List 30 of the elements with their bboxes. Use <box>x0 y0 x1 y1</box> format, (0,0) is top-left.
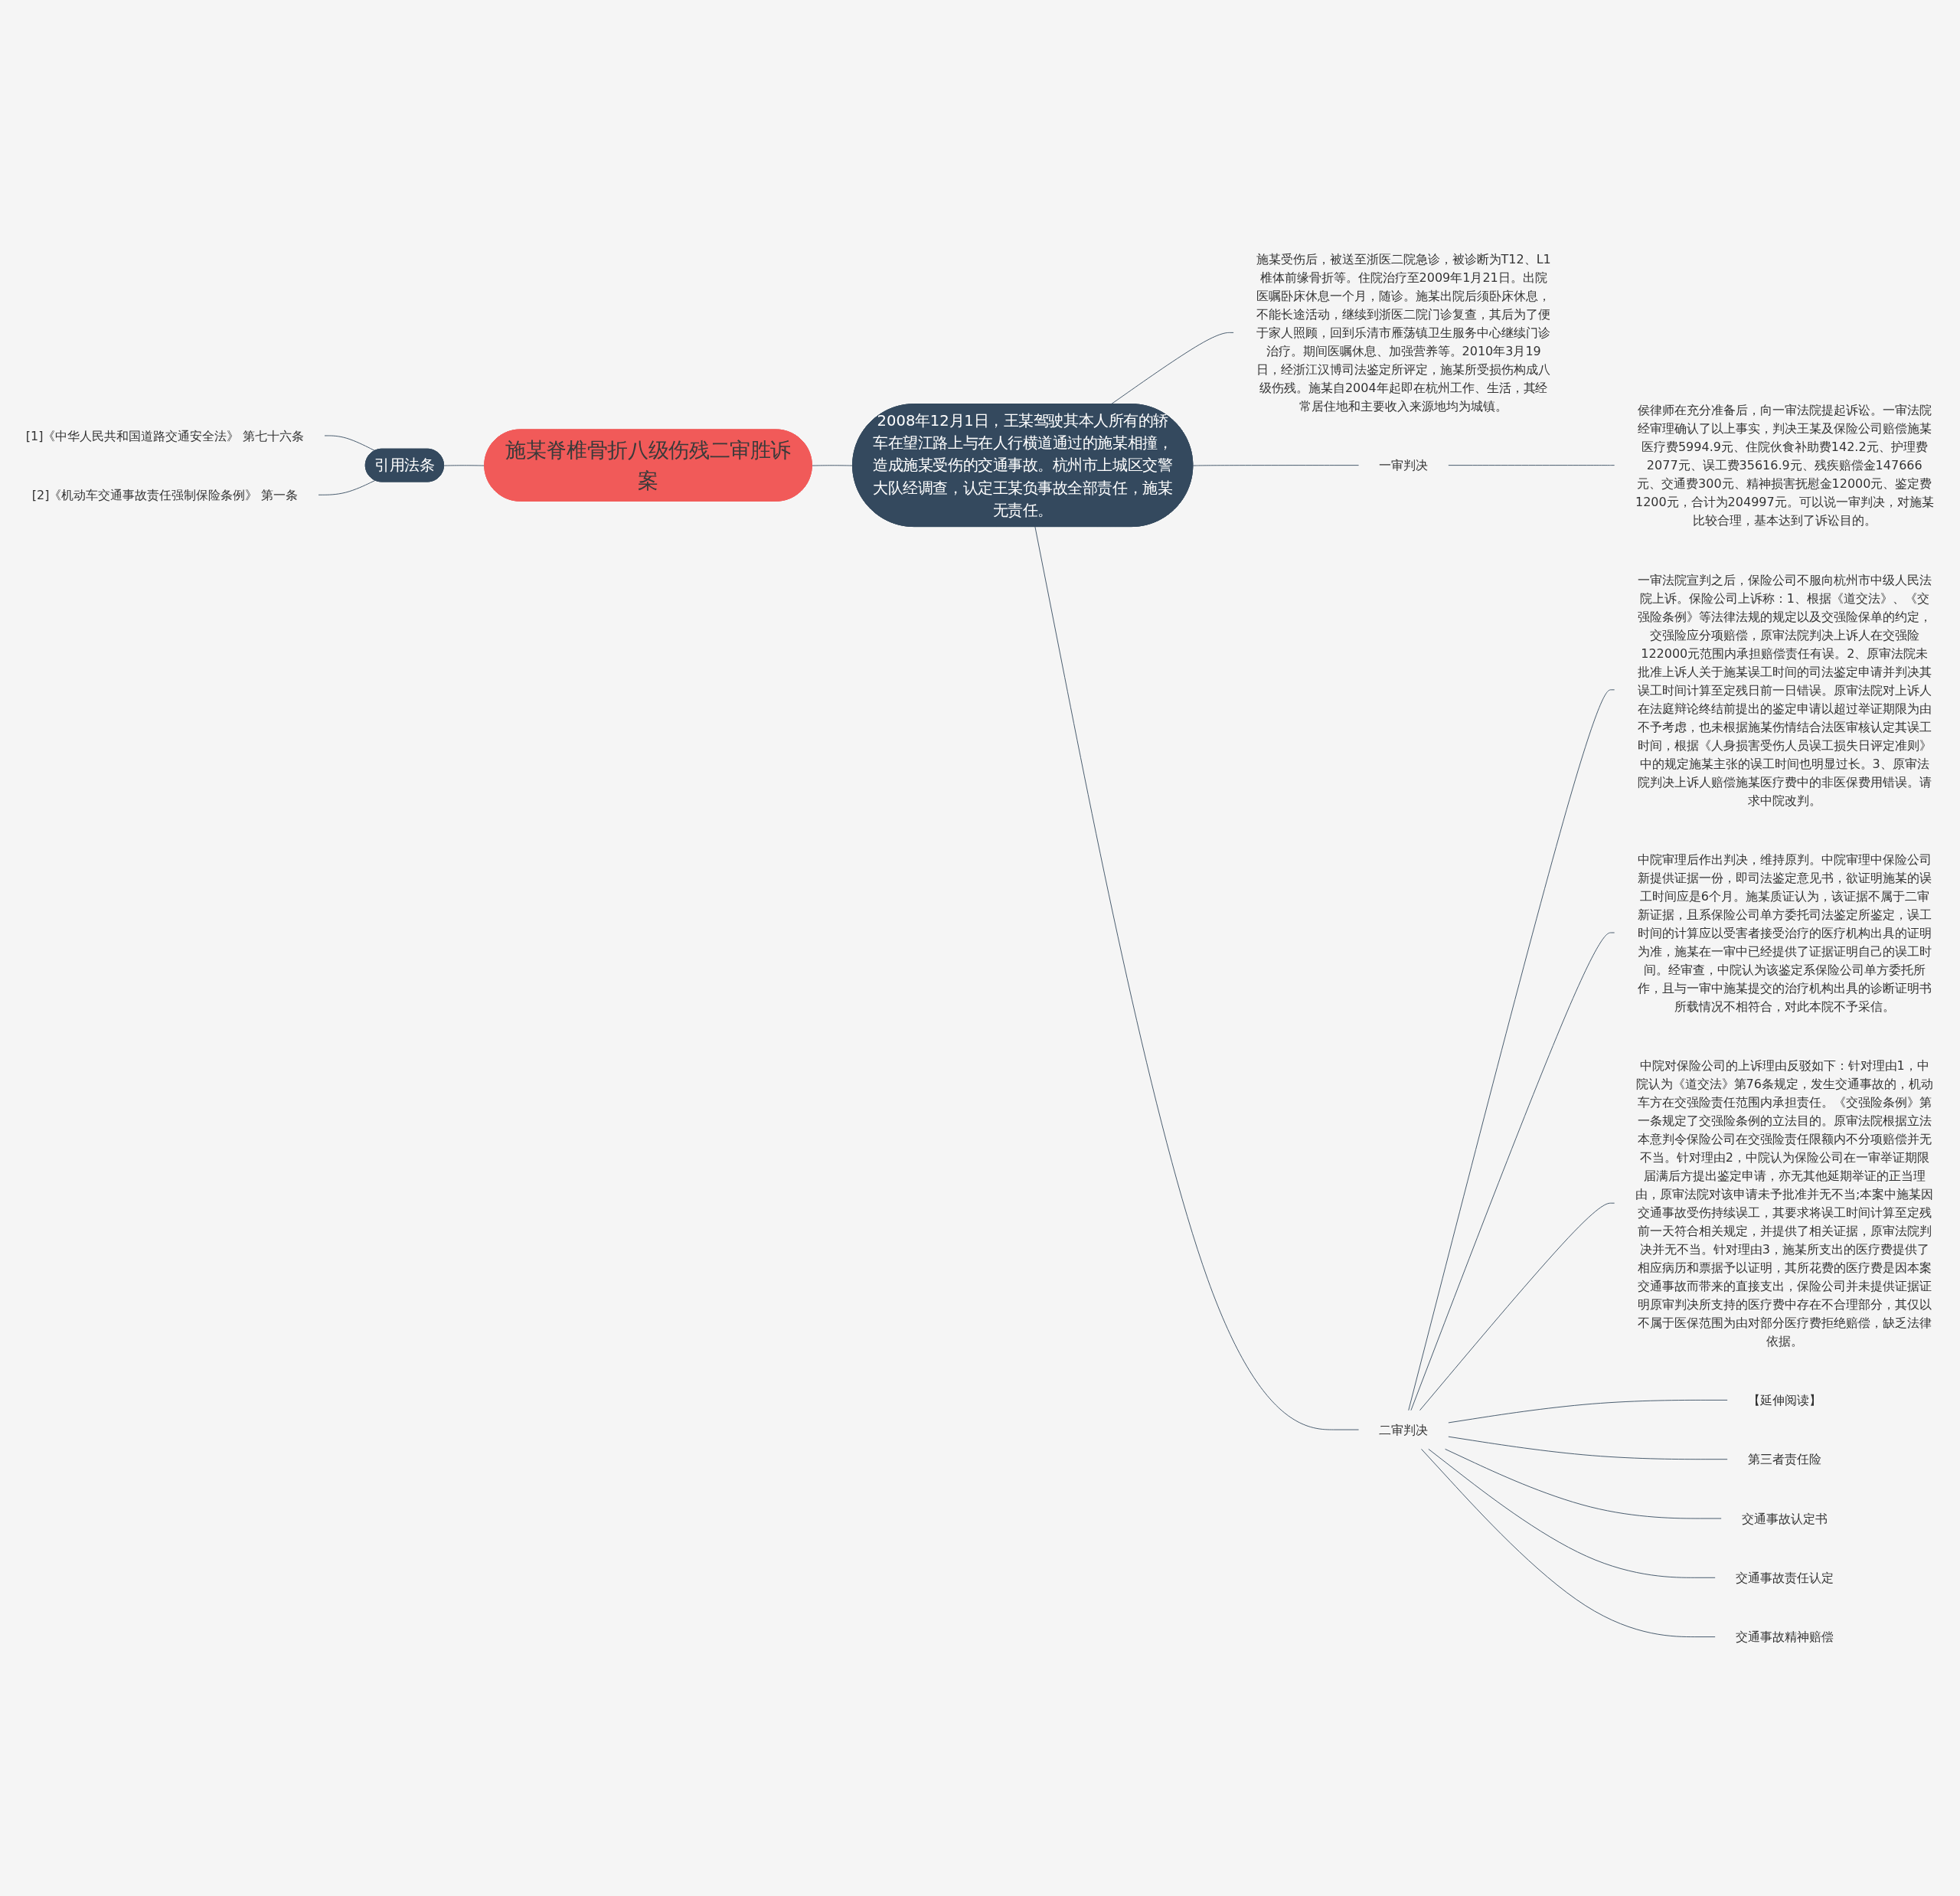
connector <box>1419 1202 1615 1411</box>
node-text: [2]《机动车交通事故责任强制保险条例》 第一条 <box>31 487 299 502</box>
node-text: 二审判决 <box>1379 1422 1429 1437</box>
node-text: 交通事故精神赔偿 <box>1735 1630 1834 1644</box>
connector <box>812 465 854 466</box>
connector <box>1448 1436 1728 1460</box>
connector <box>443 465 485 466</box>
connector <box>1034 526 1360 1430</box>
connector <box>1192 465 1360 466</box>
node-text: 施某受伤后，被送至浙医二院急诊，被诊断为T12、L1椎体前缘骨折等。住院治疗至2009年1月21日。出院医嘱卧床休息一个月，随诊。施某出院后须卧床休息，不能长途活动，继续到浙医二院门诊复查，其后为了便于家人照顾，回到乐清市雁荡镇卫生服务中心继续门诊治疗。期间医嘱休息、加强营养等。2010年3月19日，经浙江汉博司法鉴定所评定，施某所受损伤构成八级伤残。施某自2004年起即在杭州工作、生活，其经常居住地和主要收入来源地均为城镇。 <box>1256 252 1551 414</box>
connector <box>1445 1448 1722 1519</box>
connector <box>318 479 376 495</box>
node-text: 一审判决 <box>1379 458 1429 472</box>
node-text: 一审法院宣判之后，保险公司不服向杭州市中级人民法院上诉。保险公司上诉称：1、根据《道交法》、《交强险条例》等法律法规的规定以及交强险保单的约定，交强险应分项赔偿，原审法院判决上诉人在交强险122000元范围内承担赔偿责任有误。2、原审法院未批准上诉人关于施某误工时间的司法鉴定申请并判决其误工时间计算至定残日前一日错误。原审法院对上诉人在法庭辩论终结前提出的鉴定申请以超过举证期限为由不予考虑，也未根据施某伤情结合法医审核认定其误工时间，根据《人身损害受伤人员误工损失日评定准则》中的规定施某主张的误工时间也明显过长。3、原审法院判决上诉人赔偿施某医疗费中的非医保费用错误。请求中院改判。 <box>1637 572 1932 808</box>
connector <box>1428 1448 1716 1578</box>
connector <box>1448 465 1615 466</box>
connector <box>1410 932 1615 1411</box>
node-text: 第三者责任险 <box>1747 1452 1821 1467</box>
node-text: 中院对保险公司的上诉理由反驳如下：针对理由1，中院认为《道交法》第76条规定，发生交通事故的，机动车方在交强险责任范围内承担责任。《交强险条例》第一条规定了交强险条例的立法目的。原审法院根据立法本意判令保险公司在交强险责任限额内不分项赔偿并无不当。针对理由2，中院认为保险公司在一审举证期限届满后方提出鉴定申请，亦无其他延期举证的正当理由，原审法院对该申请未予批准并无不当;本案中施某因交通事故受伤持续误工，其要求将误工时间计算至定残前一天符合相关规定，并提供了相关证据，原审法院判决并无不当。针对理由3，施某所支出的医疗费提供了相应病历和票据予以证明，其所花费的医疗费是因本案交通事故而带来的直接支出，保险公司并未提供证据证明原审判决所支持的医疗费中存在不合理部分，其仅以不属于医保范围为由对部分医疗费拒绝赔偿，缺乏法律依据。 <box>1635 1058 1934 1348</box>
node-text: [1]《中华人民共和国道路交通安全法》 第七十六条 <box>25 428 305 443</box>
connector <box>1408 689 1615 1411</box>
connector <box>1110 332 1234 405</box>
node-text: 中院审理后作出判决，维持原判。中院审理中保险公司新提供证据一份，即司法鉴定意见书，欲证明施某的误工时间应是6个月。施某质证认为，该证据不属于二审新证据，且系保险公司单方委托司法鉴定所鉴定，误工时间的计算应以受害者接受治疗的医疗机构出具的证明为准，施某在一审中已经提供了证据证明自己的误工时间。经审查，中院认为该鉴定系保险公司单方委托所作，且与一审中施某提交的治疗机构出具的诊断证明书所载情况不相符合，对此本院不予采信。 <box>1637 852 1932 1014</box>
node-text: 交通事故责任认定 <box>1735 1570 1834 1585</box>
connector <box>1448 1399 1728 1424</box>
node-text: 【延伸阅读】 <box>1747 1393 1821 1407</box>
node-text: 交通事故认定书 <box>1741 1511 1828 1526</box>
node-text: 侯律师在充分准备后，向一审法院提起诉讼。一审法院经审理确认了以上事实，判决王某及保险公司赔偿施某医疗费5994.9元、住院伙食补助费142.2元、护理费2077元、误工费35616.9元、残疾赔偿金147666元、交通费300元、精神损害抚慰金12000元、鉴定费1200元，合计为204997元。可以说一审判决，对施某比较合理，基本达到了诉讼目的。 <box>1635 403 1934 528</box>
connector <box>324 435 376 452</box>
connector <box>1421 1448 1716 1638</box>
